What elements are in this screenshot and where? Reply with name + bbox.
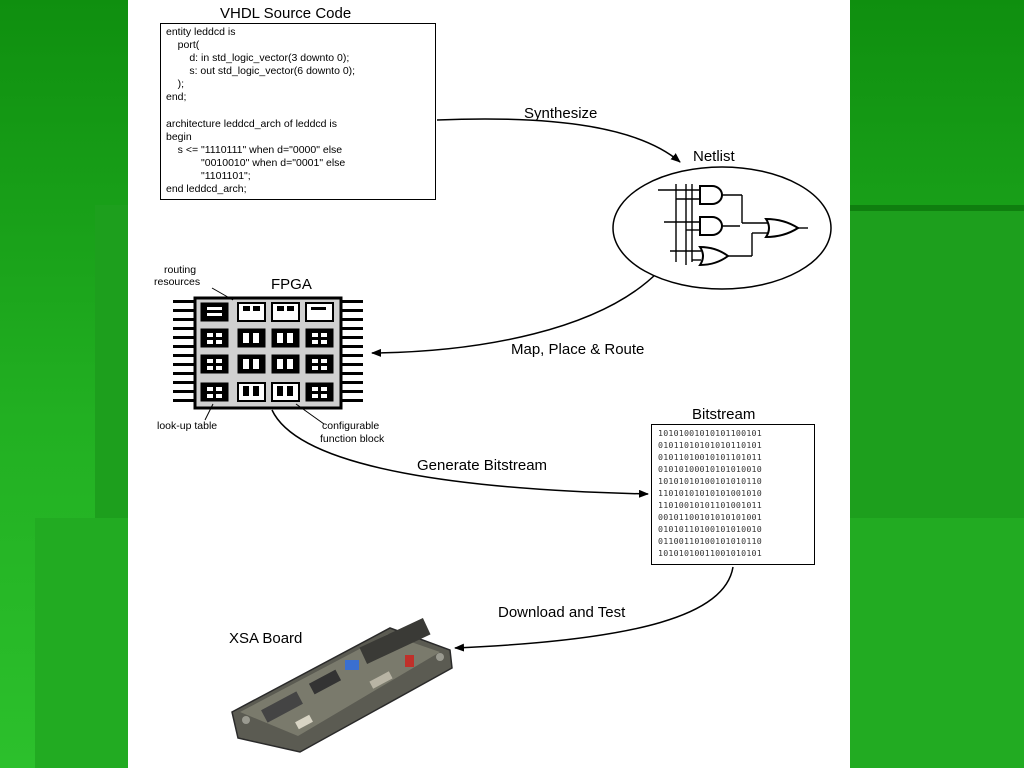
bitstream-line: 10101001010101100101: [658, 428, 762, 438]
code-line: entity leddcd is: [166, 26, 236, 38]
code-line: architecture leddcd_arch of leddcd is: [166, 118, 338, 130]
xsa-board-image: [231, 618, 453, 753]
code-line: s: out std_logic_vector(6 downto 0);: [166, 65, 356, 77]
bitstream-box: 10101001010101100101 0101101010101011010…: [651, 424, 815, 565]
bitstream-line: 01011010101010110101: [658, 440, 762, 450]
code-line: d: in std_logic_vector(3 downto 0);: [166, 52, 350, 64]
map-place-route-arrow: [371, 271, 659, 357]
netlist-wires: [658, 184, 808, 265]
fpga-chip: [173, 287, 363, 425]
code-line: begin: [166, 131, 192, 143]
fpga-title: FPGA: [271, 276, 312, 293]
code-line: s <= "1110111" when d="0000" else: [166, 144, 343, 156]
bitstream-line: 01100110100101010110: [658, 536, 762, 546]
board-title: XSA Board: [229, 630, 303, 647]
code-line: );: [166, 78, 185, 90]
bitstream-line: 00101100101010101001: [658, 512, 762, 522]
cfb-label-line2: function block: [320, 433, 385, 445]
synthesize-arrow: [436, 118, 681, 163]
step-download-test: Download and Test: [498, 604, 626, 621]
bitstream-line: 10101010100101010110: [658, 476, 762, 486]
bitstream-title: Bitstream: [692, 406, 756, 423]
code-line: end leddcd_arch;: [166, 183, 247, 195]
bitstream-line: 01011010010101101011: [658, 452, 762, 462]
bitstream-line: 01010110100101010010: [658, 524, 762, 534]
code-line: "0010010" when d="0001" else: [166, 157, 346, 169]
bitstream-line: 01010100010101010010: [658, 464, 762, 474]
netlist-gates: [698, 185, 800, 267]
netlist-title: Netlist: [693, 148, 735, 165]
bitstream-line: 11010101010101001010: [658, 488, 762, 498]
cfb-label-line1: configurable: [322, 420, 380, 432]
lut-label: look-up table: [157, 420, 218, 432]
bitstream-line: 11010010101101001011: [658, 500, 762, 510]
routing-label-line1: routing: [164, 264, 197, 276]
code-line: port(: [166, 39, 200, 51]
download-test-arrow: [454, 566, 734, 652]
step-synthesize: Synthesize: [524, 105, 598, 122]
generate-bitstream-arrow: [271, 409, 649, 498]
code-line: "1101101";: [166, 170, 251, 182]
fpga-block-details: [207, 306, 327, 398]
vhdl-title: VHDL Source Code: [220, 5, 352, 22]
step-map-place-route: Map, Place & Route: [511, 341, 645, 358]
vhdl-code-box: entity leddcd is port( d: in std_logic_v…: [160, 23, 436, 200]
step-generate-bitstream: Generate Bitstream: [417, 457, 548, 474]
background-band: [850, 205, 1024, 211]
routing-label-line2: resources: [154, 276, 201, 288]
code-line: end;: [166, 91, 187, 103]
bitstream-line: 10101010011001010101: [658, 548, 762, 558]
